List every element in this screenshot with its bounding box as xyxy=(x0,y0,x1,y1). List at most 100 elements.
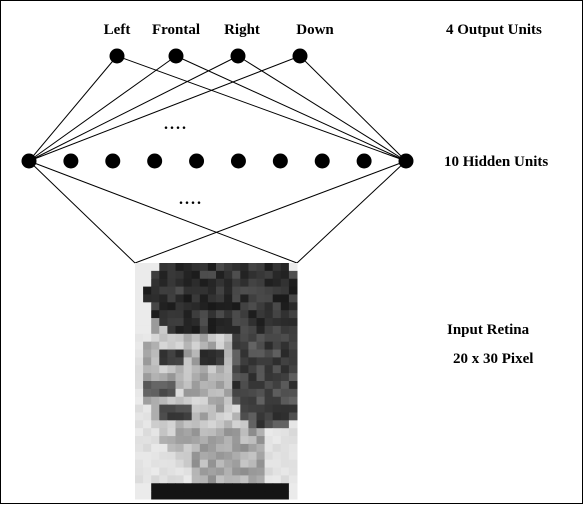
face-pixel xyxy=(207,302,217,311)
face-pixel xyxy=(183,436,193,445)
face-pixel xyxy=(175,278,185,288)
face-pixel xyxy=(167,388,176,398)
face-pixel xyxy=(191,294,201,303)
face-pixel xyxy=(264,483,274,492)
face-pixel xyxy=(240,491,249,500)
face-pixel xyxy=(191,286,201,295)
face-pixel xyxy=(272,443,282,453)
face-pixel xyxy=(272,467,282,476)
face-pixel xyxy=(216,310,225,319)
face-pixel xyxy=(224,373,233,382)
face-pixel xyxy=(175,310,185,319)
face-pixel xyxy=(264,475,274,484)
face-pixel xyxy=(240,310,249,319)
face-pixel xyxy=(264,459,274,469)
face-pixel xyxy=(175,333,185,343)
face-pixel xyxy=(280,483,290,492)
face-pixel xyxy=(135,357,144,366)
face-pixel xyxy=(151,451,160,461)
face-pixel xyxy=(288,396,298,406)
face-pixel xyxy=(232,381,241,390)
face-pixel xyxy=(280,404,290,413)
face-pixel xyxy=(167,412,176,421)
face-pixel xyxy=(135,451,144,461)
face-pixel xyxy=(256,302,266,311)
face-pixel xyxy=(272,310,282,319)
face-pixel xyxy=(216,420,225,429)
face-pixel xyxy=(280,475,290,484)
face-pixel xyxy=(159,325,168,335)
face-pixel xyxy=(272,325,282,335)
face-pixel xyxy=(288,491,298,500)
face-pixel xyxy=(199,325,209,335)
face-pixel xyxy=(216,318,225,327)
face-pixel xyxy=(183,373,193,382)
face-pixel xyxy=(280,381,290,390)
face-pixel xyxy=(232,333,241,343)
face-pixel xyxy=(272,365,282,374)
face-pixel xyxy=(264,467,274,476)
face-pixel xyxy=(143,396,152,406)
face-pixel xyxy=(232,302,241,311)
face-pixel xyxy=(288,357,298,366)
face-pixel xyxy=(240,475,249,484)
face-pixel xyxy=(207,412,217,421)
face-pixel xyxy=(143,373,152,382)
face-pixel xyxy=(151,491,160,500)
face-pixel xyxy=(207,443,217,453)
face-pixel xyxy=(175,491,185,500)
face-pixel xyxy=(183,483,193,492)
face-pixel xyxy=(256,483,266,492)
face-pixel xyxy=(207,404,217,413)
face-pixel xyxy=(151,310,160,319)
face-pixel xyxy=(240,341,249,351)
face-pixel xyxy=(264,436,274,445)
face-pixel xyxy=(167,443,176,453)
face-pixel xyxy=(175,412,185,421)
face-pixel xyxy=(191,373,201,382)
face-pixel xyxy=(143,436,152,445)
connection-line xyxy=(134,160,407,264)
face-pixel xyxy=(207,325,217,335)
output-unit-node xyxy=(168,48,184,64)
face-pixel xyxy=(167,286,176,295)
face-pixel xyxy=(135,388,144,398)
face-pixel xyxy=(183,349,193,358)
face-pixel xyxy=(256,263,266,272)
output-label-down: Down xyxy=(296,22,334,38)
face-pixel xyxy=(207,341,217,351)
face-pixel xyxy=(207,491,217,500)
face-pixel xyxy=(264,318,274,327)
face-pixel xyxy=(224,428,233,437)
face-pixel xyxy=(280,420,290,429)
face-pixel xyxy=(248,483,257,492)
face-pixel xyxy=(167,459,176,469)
face-pixel xyxy=(183,357,193,366)
face-pixel xyxy=(248,396,257,406)
face-pixel xyxy=(240,443,249,453)
face-pixel xyxy=(175,436,185,445)
face-pixel xyxy=(256,270,266,280)
face-pixel xyxy=(288,388,298,398)
face-pixel xyxy=(199,341,209,351)
face-pixel xyxy=(248,349,257,358)
face-pixel xyxy=(248,467,257,476)
hidden-unit-node xyxy=(314,153,330,169)
face-pixel xyxy=(288,475,298,484)
face-pixel xyxy=(207,365,217,374)
face-pixel xyxy=(183,443,193,453)
face-pixel xyxy=(288,263,298,272)
face-pixel xyxy=(191,381,201,390)
hidden-units xyxy=(21,153,414,169)
face-pixel xyxy=(256,459,266,469)
face-pixel xyxy=(224,381,233,390)
face-pixel xyxy=(167,381,176,390)
face-pixel xyxy=(232,404,241,413)
face-pixel xyxy=(224,420,233,429)
face-pixel xyxy=(183,318,193,327)
face-pixel xyxy=(151,443,160,453)
face-pixel xyxy=(232,349,241,358)
face-pixel xyxy=(175,373,185,382)
face-pixel xyxy=(256,365,266,374)
face-pixel xyxy=(207,396,217,406)
